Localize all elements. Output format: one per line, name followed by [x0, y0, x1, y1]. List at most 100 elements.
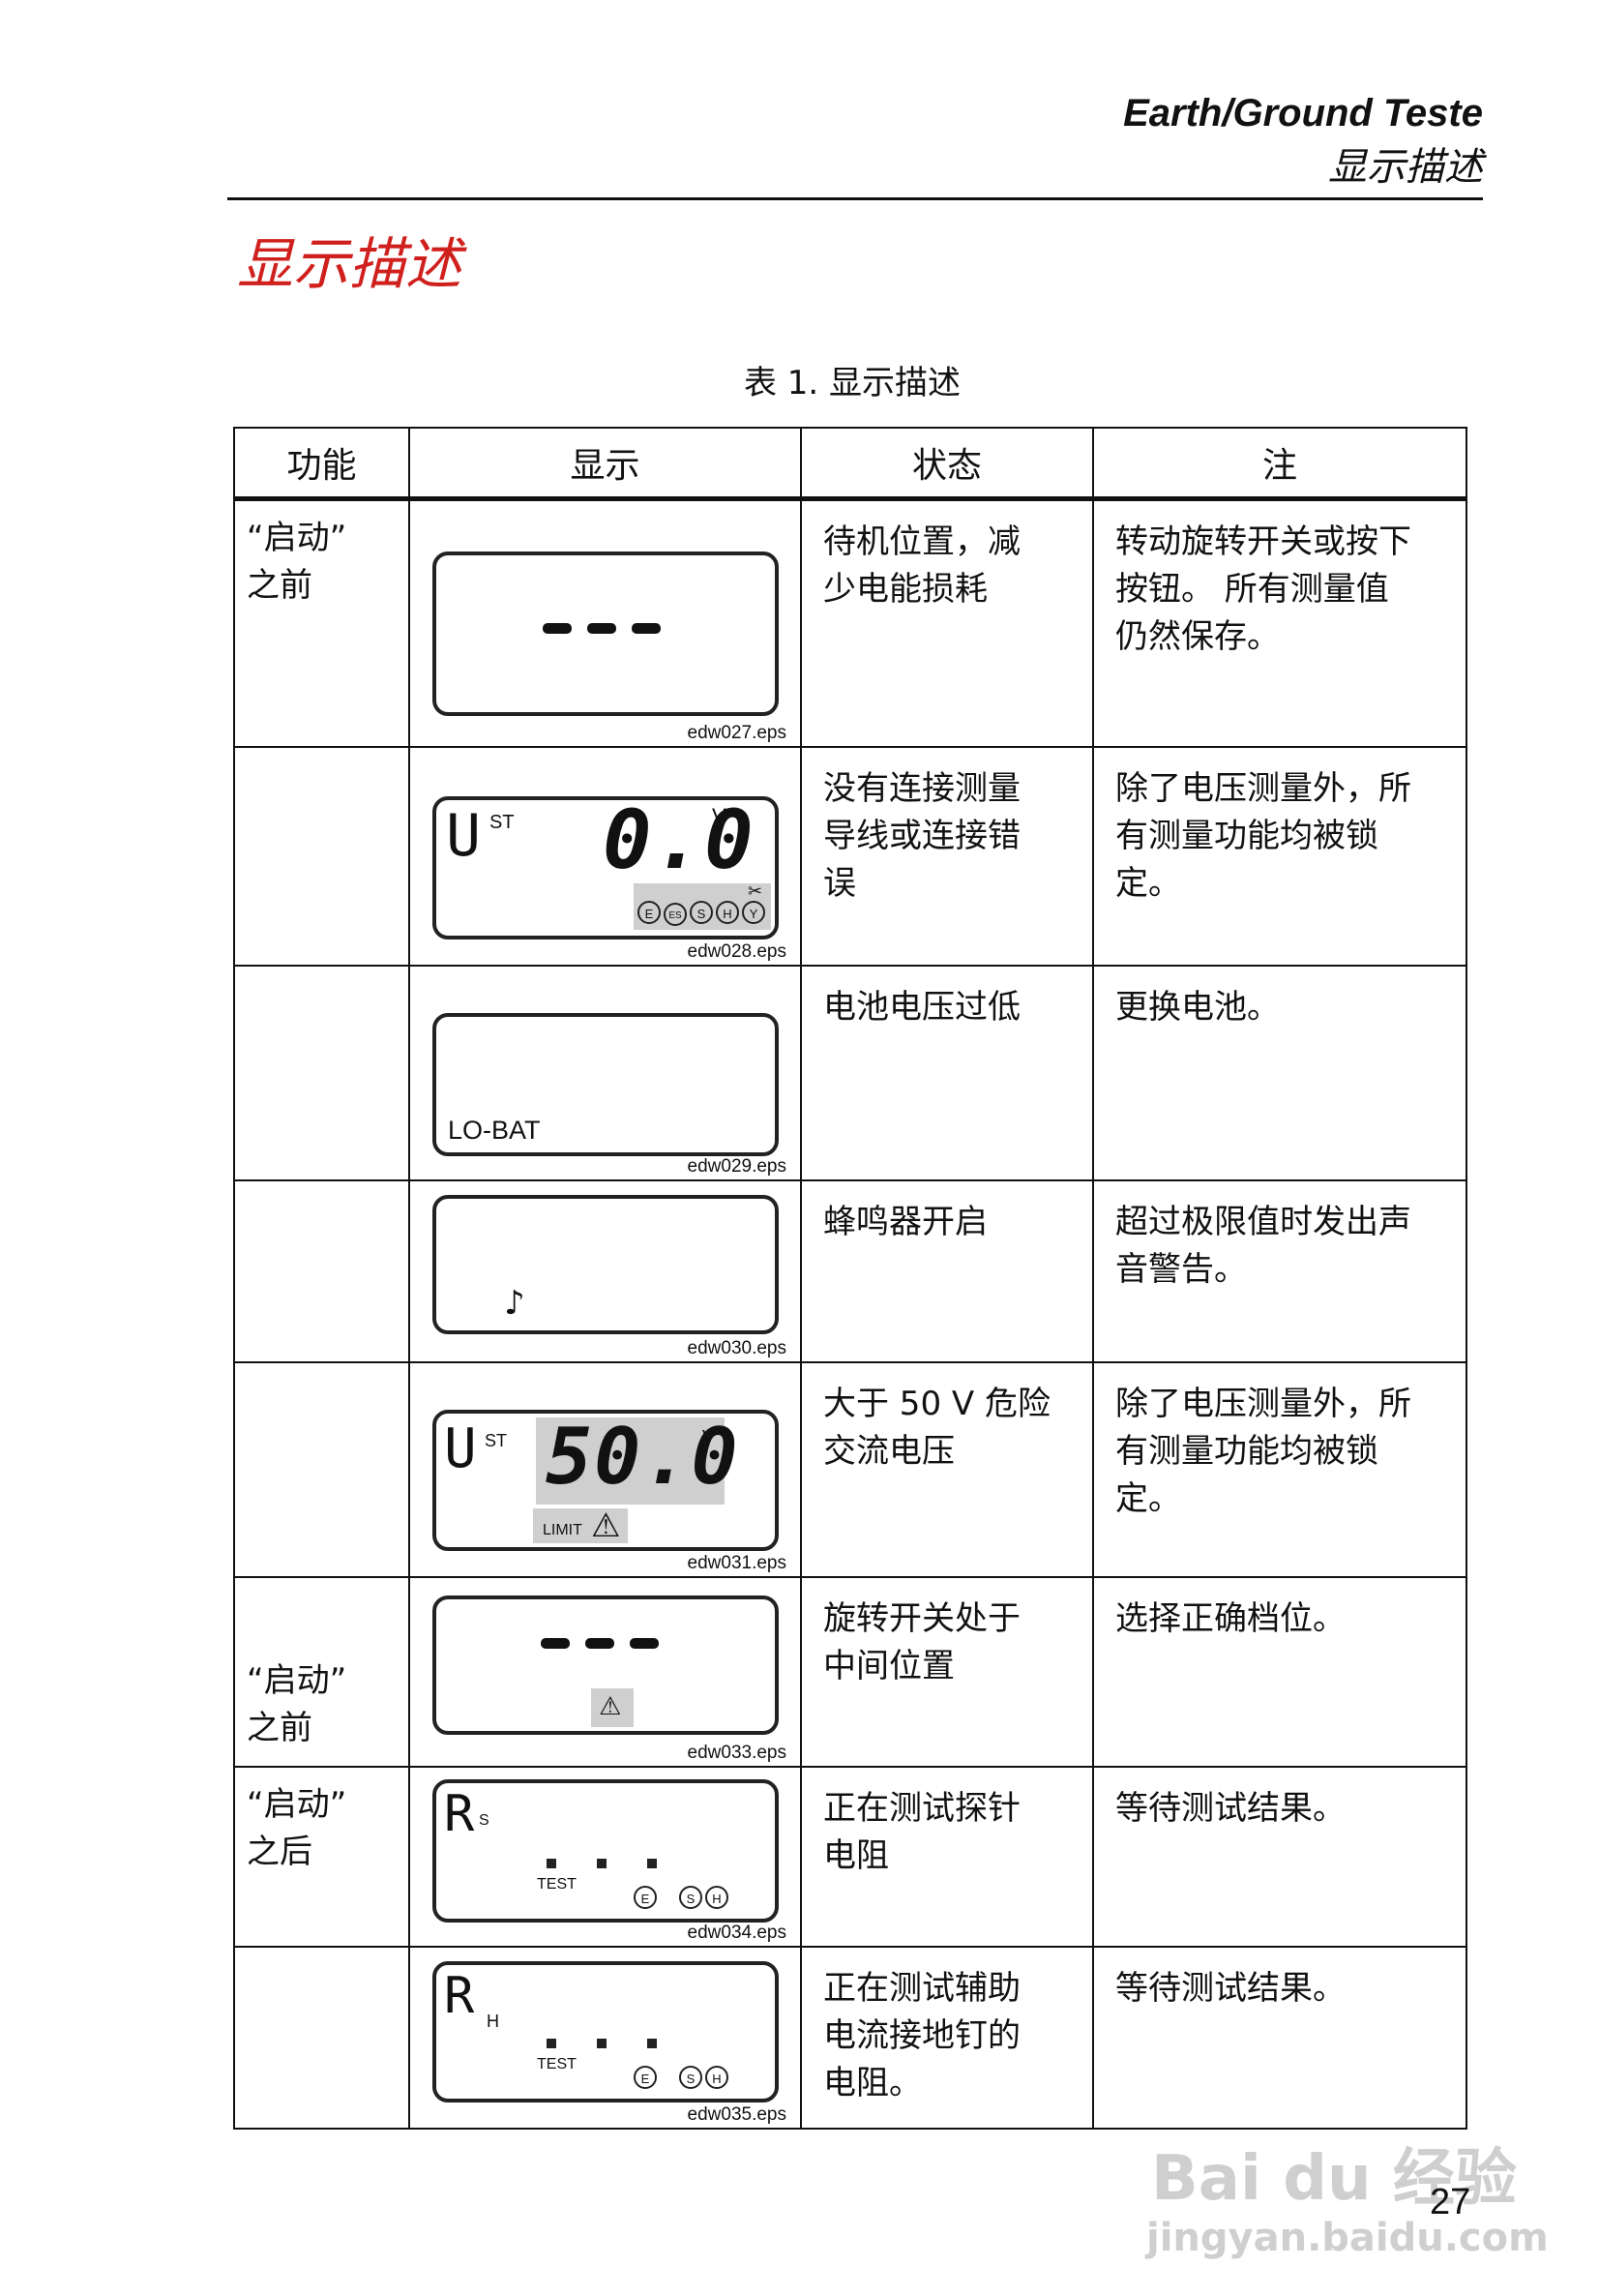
- table-row: “启动” 之前 ⚠ edw033.eps 旋转开关处于 中间位置 选择正确档位。: [233, 1575, 1467, 1768]
- function-cell: [233, 1945, 410, 2130]
- lcd-dashes: [541, 1637, 659, 1649]
- scissors-icon: ✂: [748, 880, 763, 902]
- page-number: 27: [1430, 2182, 1471, 2222]
- test-label: TEST: [537, 2055, 577, 2072]
- limit-indicator: LIMIT ⚠: [533, 1506, 628, 1545]
- terminal-s-icon: S: [679, 1885, 702, 1909]
- table-caption: 表 1. 显示描述: [743, 364, 962, 403]
- display-cell: U ST 50.0 V LIMIT ⚠ edw031.eps: [408, 1360, 802, 1578]
- note-cell: 除了电压测量外，所 有测量功能均被锁 定。: [1092, 1360, 1467, 1578]
- lcd-panel: [432, 552, 779, 716]
- table-row: ♪ edw030.eps 蜂鸣器开启 超过极限值时发出声 音警告。: [233, 1178, 1467, 1363]
- display-cell: edw027.eps: [408, 497, 802, 748]
- lcd-letter: R: [444, 1966, 477, 2025]
- terminal-s-icon: S: [679, 2065, 702, 2089]
- eps-filename: edw030.eps: [687, 1337, 786, 1358]
- lcd-panel: U ST 50.0 V LIMIT ⚠: [432, 1409, 779, 1551]
- lcd-panel: LO-BAT: [432, 1012, 779, 1156]
- note-cell: 转动旋转开关或按下 按钮。 所有测量值 仍然保存。: [1092, 497, 1467, 748]
- function-cell: [233, 964, 410, 1181]
- lcd-panel: ♪: [432, 1194, 779, 1334]
- probe-icon: Y: [742, 900, 765, 924]
- eps-filename: edw031.eps: [687, 1552, 786, 1573]
- eps-filename: edw034.eps: [687, 1922, 786, 1943]
- eps-filename: edw027.eps: [687, 722, 786, 743]
- status-cell: 电池电压过低: [800, 964, 1094, 1181]
- header-status: 状态: [800, 427, 1094, 501]
- watermark-url: jingyan.baidu.com: [1146, 2216, 1549, 2260]
- note-cell: 等待测试结果。: [1092, 1945, 1467, 2130]
- lcd-subscript: S: [479, 1811, 489, 1829]
- status-cell: 正在测试辅助 电流接地钉的 电阻。: [800, 1945, 1094, 2130]
- display-cell: ⚠ edw033.eps: [408, 1575, 802, 1768]
- section-title: 显示描述: [237, 231, 462, 297]
- note-cell: 等待测试结果。: [1092, 1765, 1467, 1948]
- status-cell: 旋转开关处于 中间位置: [800, 1575, 1094, 1768]
- status-cell: 没有连接测量 导线或连接错 误: [800, 745, 1094, 967]
- terminal-e-icon: E: [637, 900, 661, 924]
- function-cell: “启动” 之前: [233, 1575, 410, 1768]
- function-cell: “启动” 之前: [233, 497, 410, 748]
- function-cell: [233, 745, 410, 967]
- lcd-subscript: H: [487, 2011, 499, 2031]
- function-cell: [233, 1178, 410, 1363]
- note-cell: 超过极限值时发出声 音警告。: [1092, 1178, 1467, 1363]
- status-cell: 大于 50 V 危险 交流电压: [800, 1360, 1094, 1578]
- terminal-e-icon: E: [634, 1885, 657, 1909]
- terminal-h-icon: H: [716, 900, 739, 924]
- table-header-row: 功能 显示 状态 注: [233, 427, 1467, 501]
- eps-filename: edw029.eps: [687, 1155, 786, 1177]
- terminal-es-icon: ES: [664, 902, 687, 926]
- function-cell: “启动” 之后: [233, 1765, 410, 1948]
- table-row: LO-BAT edw029.eps 电池电压过低 更换电池。: [233, 964, 1467, 1181]
- header-function: 功能: [233, 427, 410, 501]
- test-label: TEST: [537, 1875, 577, 1893]
- lcd-unit: V: [702, 1426, 716, 1448]
- lo-bat-label: LO-BAT: [448, 1115, 541, 1145]
- note-cell: 更换电池。: [1092, 964, 1467, 1181]
- limit-label: LIMIT: [543, 1521, 582, 1538]
- lcd-letter: U: [444, 1416, 479, 1480]
- header-title: Earth/Ground Teste: [1123, 92, 1483, 134]
- lcd-letter: U: [446, 801, 484, 870]
- display-cell: ♪ edw030.eps: [408, 1178, 802, 1363]
- lcd-subscript: ST: [489, 811, 515, 833]
- buzzer-icon: ♪: [504, 1283, 525, 1323]
- header-subtitle: 显示描述: [1328, 145, 1483, 190]
- table-row: “启动” 之前 edw027.eps 待机位置，减 少电能损耗 转动旋转开关或按…: [233, 497, 1467, 748]
- terminal-h-icon: H: [705, 2065, 728, 2089]
- display-cell: LO-BAT edw029.eps: [408, 964, 802, 1181]
- terminal-e-icon: E: [634, 2065, 657, 2089]
- lcd-subscript: ST: [485, 1430, 508, 1450]
- lcd-value: 50.0: [546, 1411, 740, 1502]
- function-cell: [233, 1360, 410, 1578]
- status-cell: 待机位置，减 少电能损耗: [800, 497, 1094, 748]
- watermark-brand: Bai du 经验: [1151, 2143, 1517, 2215]
- table-row: U ST 50.0 V LIMIT ⚠ edw031.eps 大于 50 V 危…: [233, 1360, 1467, 1578]
- lcd-unit: V: [712, 803, 726, 828]
- eps-filename: edw035.eps: [687, 2103, 786, 2125]
- warning-indicator: ⚠: [591, 1687, 634, 1727]
- warning-icon: ⚠: [599, 1691, 622, 1721]
- status-cell: 蜂鸣器开启: [800, 1178, 1094, 1363]
- lcd-dashes: [543, 623, 661, 634]
- header-note: 注: [1092, 427, 1467, 501]
- lcd-dots: [547, 2038, 657, 2048]
- eps-filename: edw033.eps: [687, 1742, 786, 1763]
- note-cell: 选择正确档位。: [1092, 1575, 1467, 1768]
- note-cell: 除了电压测量外，所 有测量功能均被锁 定。: [1092, 745, 1467, 967]
- terminal-h-icon: H: [705, 1885, 728, 1909]
- lcd-panel: ⚠: [432, 1595, 779, 1735]
- eps-filename: edw028.eps: [687, 940, 786, 962]
- display-description-table: 功能 显示 状态 注 “启动” 之前 edw027.eps 待机位置，减 少电能…: [233, 427, 1467, 2130]
